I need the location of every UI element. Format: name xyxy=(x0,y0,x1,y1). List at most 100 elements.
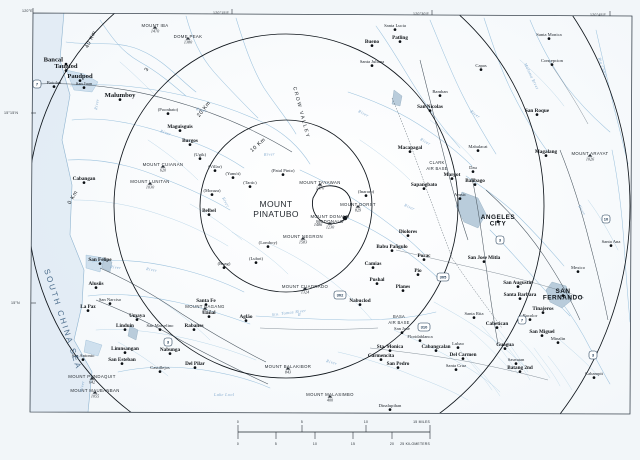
ring-30km xyxy=(30,13,545,414)
town-label: (Tarúc) xyxy=(243,180,257,185)
town-label: (Poonbato) xyxy=(158,107,179,112)
route-shield-number: 3 xyxy=(167,340,170,345)
town-label: Lubao xyxy=(452,341,464,346)
town-label: Concepcion xyxy=(541,58,564,63)
water-label-10: River xyxy=(469,108,482,119)
town-dot xyxy=(375,282,379,285)
town-label: Nabuclod xyxy=(349,298,370,304)
town-dot xyxy=(135,318,139,321)
water-label-14: River xyxy=(403,202,416,211)
town-label: Planes xyxy=(396,284,410,290)
route-shield[interactable] xyxy=(495,235,505,245)
town-label: Cañal xyxy=(202,310,216,316)
town-label: Malumboy xyxy=(105,92,136,99)
route-shield[interactable] xyxy=(163,337,173,347)
town-label: Patling xyxy=(392,35,408,41)
town-dot xyxy=(461,357,465,360)
town-dot xyxy=(123,328,127,331)
mountain-label: MOUNT IBA xyxy=(142,23,169,28)
town-label: Del Pilar xyxy=(185,361,205,367)
volcano-name-line2: PINATUBO xyxy=(253,209,299,219)
mountain-elevation: 500 xyxy=(202,310,209,315)
town-label: Bancal xyxy=(44,57,64,64)
water-label-16: Lake Lool xyxy=(213,392,235,397)
water-label-3: River xyxy=(221,195,231,208)
route-shield[interactable] xyxy=(32,79,42,89)
town-dot xyxy=(428,109,432,112)
town-dot xyxy=(94,286,98,289)
scale-bar: 0 5 10 15 MILES 0 5 10 15 20 25 KILOMETE… xyxy=(237,420,431,446)
town-dot xyxy=(158,328,162,331)
town-label: (Lubot) xyxy=(249,256,264,261)
town-dot xyxy=(198,157,202,160)
summit-marker xyxy=(342,215,348,221)
town-label: Guagua xyxy=(496,342,514,348)
town-label: Del Carmen xyxy=(450,352,477,358)
town-label: (Villar) xyxy=(208,164,222,169)
peak-marker xyxy=(587,154,593,157)
town-dot xyxy=(454,368,458,371)
coord-left-1: 15°N xyxy=(11,301,20,305)
town-label: Bacolor xyxy=(523,313,538,318)
town-dot xyxy=(503,347,507,350)
route-shield-number: 3 xyxy=(499,238,502,243)
coord-top-3: 120°45'E xyxy=(590,13,607,17)
route-shield-number: 3 xyxy=(592,353,595,358)
mountain-elevation: 1380 xyxy=(184,40,193,45)
town-dot xyxy=(393,28,397,31)
town-dot xyxy=(400,331,404,334)
town-dot xyxy=(207,315,211,318)
town-label: Batang 2nd xyxy=(507,365,533,371)
route-shield[interactable] xyxy=(333,290,347,300)
town-dot-layer xyxy=(52,28,613,411)
route-shield[interactable] xyxy=(517,315,527,325)
town-label: San Jose xyxy=(394,326,410,331)
town-label: Burgos xyxy=(182,138,198,144)
scale-km-tick-0: 0 xyxy=(237,442,239,446)
route-shield[interactable] xyxy=(588,350,598,360)
town-dot xyxy=(86,309,90,312)
water-label-9: River xyxy=(419,136,432,146)
route-shield[interactable] xyxy=(601,214,611,224)
town-label: (Ugik) xyxy=(194,152,207,157)
town-label: SAN xyxy=(556,288,571,295)
mountain-label: MOUNT DORST xyxy=(340,202,376,207)
town-label: San Augustin xyxy=(503,280,533,286)
town-label: (Inararo) xyxy=(358,189,375,194)
town-label: Maguisguis xyxy=(167,124,192,130)
peak-marker xyxy=(92,391,98,394)
town-label: San Roque xyxy=(525,108,550,114)
water-label-0: River xyxy=(195,106,208,114)
town-dot xyxy=(248,185,252,188)
town-dot xyxy=(547,37,551,40)
water-label-13: River xyxy=(577,203,587,216)
town-dot xyxy=(390,249,394,252)
town-dot xyxy=(541,311,545,314)
town-label: Santa Barbara xyxy=(504,292,537,298)
town-label: (Patal Pinto) xyxy=(271,168,295,173)
town-dot xyxy=(371,266,375,269)
peak-marker xyxy=(327,222,333,225)
volcano-elevation: 1486 xyxy=(314,222,323,227)
mountain-label: MOUNT CUIANAN xyxy=(143,162,184,167)
mountain-label: MOUNT TAYAWAN xyxy=(299,180,340,185)
town-dot xyxy=(609,244,613,247)
coord-left-0: 15°15'N xyxy=(4,111,18,115)
town-dot xyxy=(544,154,548,157)
water-label-17: River xyxy=(93,98,100,111)
town-label: San Antonio xyxy=(72,353,96,358)
water-label-18: River xyxy=(78,380,86,393)
town-dot xyxy=(495,326,499,329)
town-dot xyxy=(82,181,86,184)
route-shield[interactable] xyxy=(436,272,450,282)
town-label: Santa Lucia xyxy=(384,23,406,28)
route-shield[interactable] xyxy=(417,322,431,332)
town-dot xyxy=(592,376,596,379)
town-dot xyxy=(81,358,85,361)
town-label: Tinajeros xyxy=(532,306,553,312)
ring-20km xyxy=(113,33,459,379)
mountain-label: MOUNT MAUBANBAN xyxy=(70,388,119,393)
scale-miles-label: 15 MILES xyxy=(413,420,430,424)
